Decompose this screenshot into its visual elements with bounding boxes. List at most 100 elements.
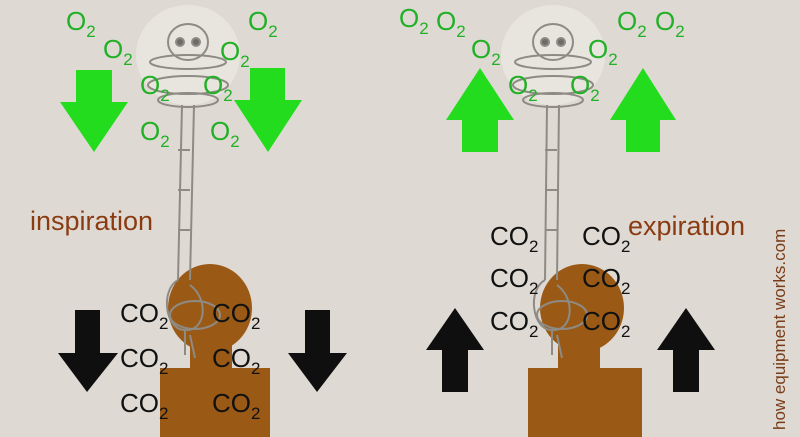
co2-symbol: CO [212,343,251,373]
oxygen-subscript: 2 [491,50,501,69]
oxygen-label: O2 [508,72,538,104]
co2-symbol: CO [582,221,621,251]
co2-label: CO2 [490,223,538,255]
co2-subscript: 2 [621,279,631,298]
co2-symbol: CO [120,388,159,418]
co2-inflow-arrow-left [426,308,484,392]
co2-symbol: CO [120,343,159,373]
oxygen-label: O2 [436,8,466,40]
oxygen-label: O2 [103,36,133,68]
co2-label: CO2 [120,345,168,377]
co2-subscript: 2 [159,314,169,333]
oxygen-subscript: 2 [608,50,618,69]
airway-sketch-left [136,5,240,359]
co2-symbol: CO [490,306,529,336]
co2-label: CO2 [212,390,260,422]
co2-subscript: 2 [159,404,169,423]
oxygen-symbol: O [220,36,241,66]
oxygen-label: O2 [140,72,170,104]
oxygen-subscript: 2 [590,86,600,105]
co2-subscript: 2 [621,237,631,256]
co2-label: CO2 [490,308,538,340]
co2-label: CO2 [582,308,630,340]
right-panel-figure [426,5,715,437]
oxygen-subscript: 2 [240,52,250,71]
oxygen-subscript: 2 [528,86,538,105]
co2-subscript: 2 [529,237,539,256]
co2-symbol: CO [490,221,529,251]
oxygen-label: O2 [66,8,96,40]
oxygen-label: O2 [203,72,233,104]
oxygen-symbol: O [103,34,124,64]
oxygen-symbol: O [140,116,161,146]
oxygen-label: O2 [248,8,278,40]
oxygen-label: O2 [210,118,240,150]
co2-label: CO2 [582,265,630,297]
co2-outflow-arrow-left [58,310,118,392]
oxygen-label: O2 [140,118,170,150]
human-silhouette-right [528,264,642,437]
oxygen-subscript: 2 [419,19,429,38]
oxygen-symbol: O [399,3,420,33]
co2-subscript: 2 [159,359,169,378]
co2-subscript: 2 [251,404,261,423]
oxygen-label: O2 [655,8,685,40]
co2-label: CO2 [120,300,168,332]
co2-outflow-arrow-right [288,310,347,392]
oxygen-symbol: O [471,34,492,64]
co2-label: CO2 [212,345,260,377]
oxygen-subscript: 2 [230,132,240,151]
oxygen-label: O2 [471,36,501,68]
oxygen-symbol: O [210,116,231,146]
website-credit: how equipment works.com [770,228,789,430]
oxygen-subscript: 2 [160,132,170,151]
oxygen-symbol: O [140,70,161,100]
co2-subscript: 2 [251,314,261,333]
oxygen-symbol: O [588,34,609,64]
co2-label: CO2 [582,223,630,255]
oxygen-outflow-arrow-left [446,68,514,152]
oxygen-label: O2 [588,36,618,68]
oxygen-label: O2 [220,38,250,70]
co2-subscript: 2 [251,359,261,378]
co2-label: CO2 [490,265,538,297]
left-panel-figure [58,5,347,437]
co2-subscript: 2 [529,279,539,298]
oxygen-outflow-arrow-right [610,68,676,152]
oxygen-symbol: O [655,6,676,36]
oxygen-symbol: O [570,70,591,100]
oxygen-symbol: O [203,70,224,100]
oxygen-subscript: 2 [675,22,685,41]
co2-inflow-arrow-right [657,308,715,392]
oxygen-label: O2 [617,8,647,40]
airway-sketch-right [501,5,605,359]
oxygen-label: O2 [570,72,600,104]
co2-subscript: 2 [529,322,539,341]
co2-symbol: CO [582,263,621,293]
co2-subscript: 2 [621,322,631,341]
oxygen-inflow-arrow-right [234,68,302,152]
oxygen-subscript: 2 [637,22,647,41]
co2-symbol: CO [212,388,251,418]
co2-label: CO2 [120,390,168,422]
oxygen-subscript: 2 [86,22,96,41]
oxygen-subscript: 2 [223,86,233,105]
inspiration-label: inspiration [30,206,154,236]
oxygen-symbol: O [66,6,87,36]
oxygen-subscript: 2 [268,22,278,41]
oxygen-symbol: O [617,6,638,36]
co2-symbol: CO [212,298,251,328]
oxygen-symbol: O [508,70,529,100]
oxygen-symbol: O [248,6,269,36]
oxygen-subscript: 2 [160,86,170,105]
oxygen-inflow-arrow-left [60,70,128,152]
oxygen-subscript: 2 [456,22,466,41]
co2-symbol: CO [120,298,159,328]
expiration-label: expiration [628,211,746,241]
co2-symbol: CO [490,263,529,293]
co2-symbol: CO [582,306,621,336]
oxygen-subscript: 2 [123,50,133,69]
oxygen-symbol: O [436,6,457,36]
